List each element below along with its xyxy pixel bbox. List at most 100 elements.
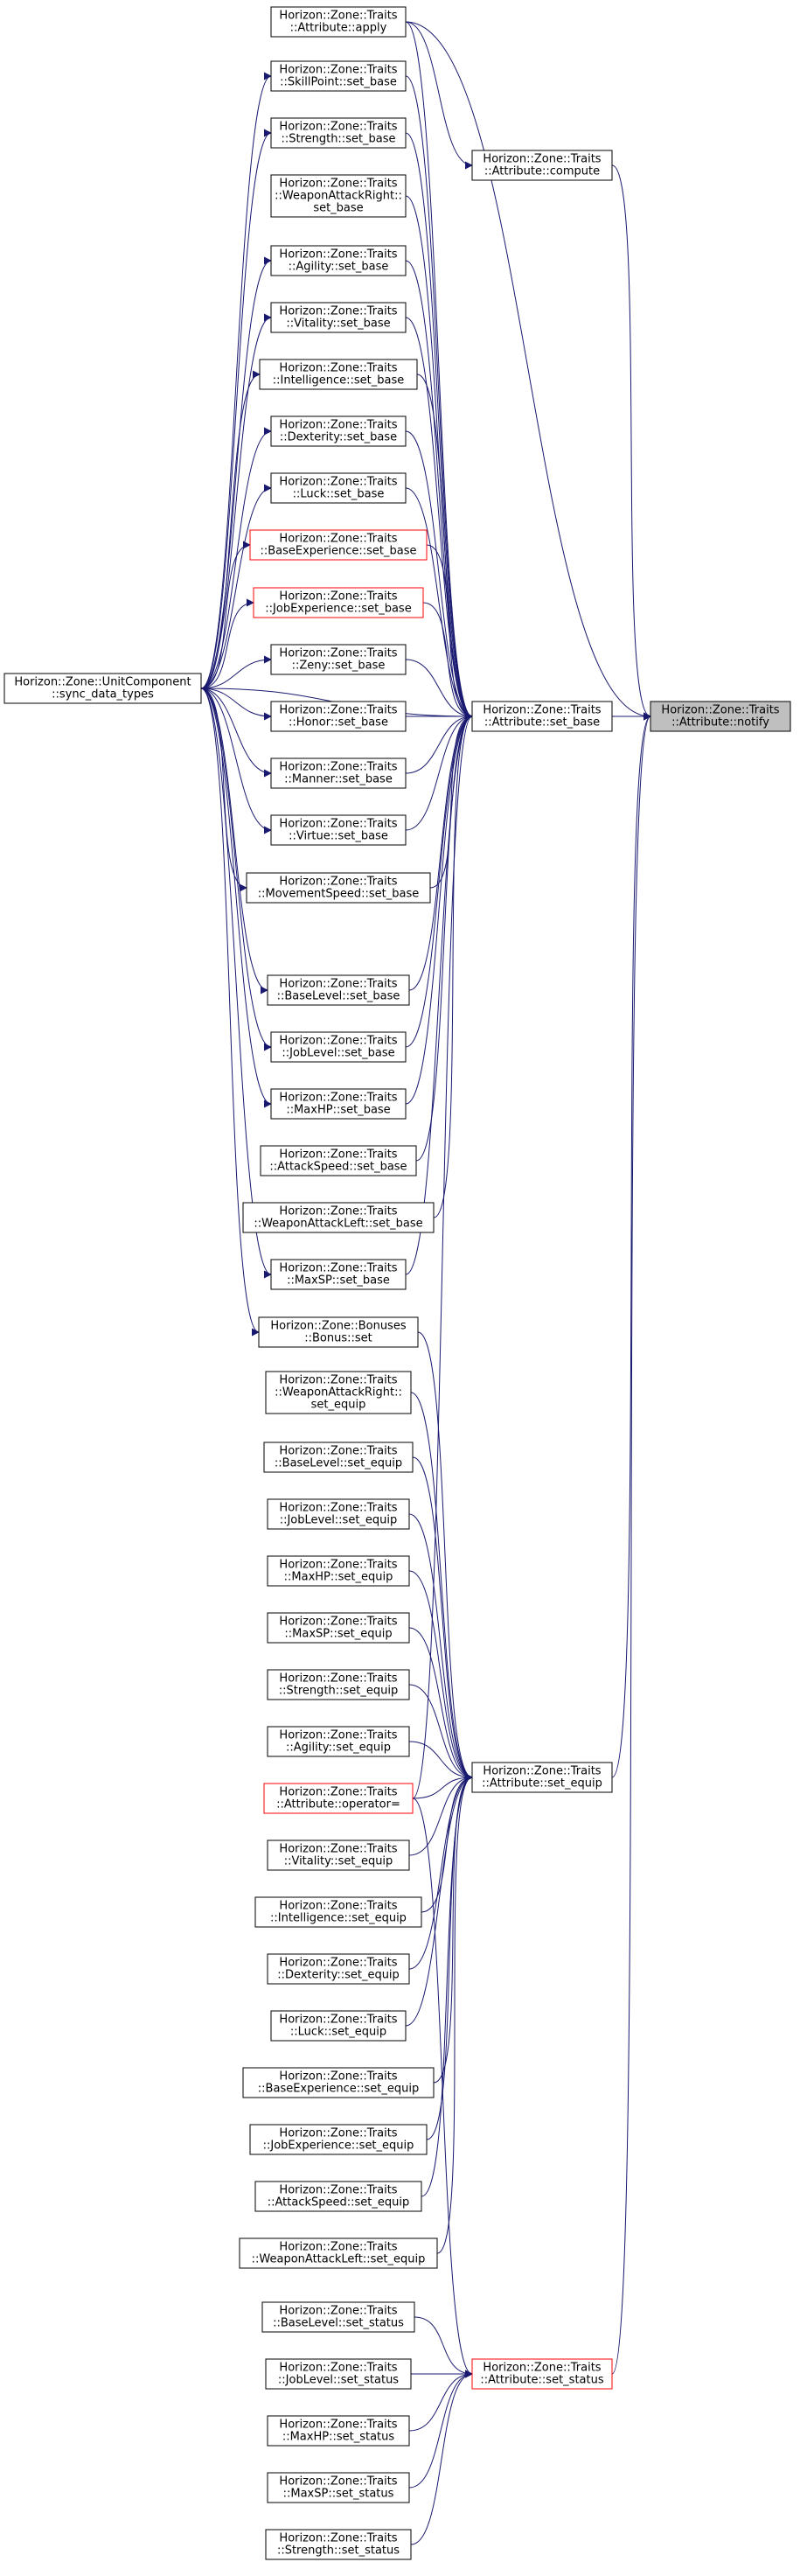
node-box-job-experience-set-equip: [249, 2124, 428, 2155]
node-label-dexterity-set-equip-line-1: Horizon::Zone::Traits: [279, 1957, 397, 1970]
node-dexterity-set-equip[interactable]: Horizon::Zone::Traits::Dexterity::set_eq…: [267, 1953, 410, 1985]
node-label-job-level-set-base-line-1: Horizon::Zone::Traits: [279, 1035, 397, 1048]
node-target[interactable]: Horizon::Zone::Traits::Attribute::notify: [650, 701, 791, 732]
node-label-bonus-set-line-2: ::Bonus::set: [304, 1332, 372, 1345]
node-box-base-level-set-status: [261, 2301, 415, 2333]
node-label-base-experience-set-equip-line-2: ::BaseExperience::set_equip: [258, 2083, 419, 2096]
node-base-level-set-status[interactable]: Horizon::Zone::Traits::BaseLevel::set_st…: [261, 2301, 415, 2333]
node-label-job-level-set-status-line-2: ::JobLevel::set_status: [278, 2374, 399, 2387]
node-agility-set-equip[interactable]: Horizon::Zone::Traits::Agility::set_equi…: [267, 1726, 410, 1757]
node-vitality-set-base[interactable]: Horizon::Zone::Traits::Vitality::set_bas…: [270, 302, 407, 333]
node-label-attribute-operator-assign-line-1: Horizon::Zone::Traits: [279, 1786, 397, 1799]
call-edge-attribute-set-equip-to-target: [611, 712, 651, 1778]
node-compute[interactable]: Horizon::Zone::Traits::Attribute::comput…: [471, 150, 613, 181]
node-job-level-set-status[interactable]: Horizon::Zone::Traits::JobLevel::set_sta…: [265, 2358, 412, 2390]
node-weapon-attack-right-set-base[interactable]: Horizon::Zone::Traits::WeaponAttackRight…: [270, 174, 407, 218]
node-strength-set-equip[interactable]: Horizon::Zone::Traits::Strength::set_equ…: [267, 1669, 410, 1700]
node-apply[interactable]: Horizon::Zone::Traits::Attribute::apply: [270, 6, 407, 38]
call-edge-attack-speed-set-base-to-attribute-set-base: [415, 712, 473, 1162]
node-label-dexterity-set-equip-line-2: ::Dexterity::set_equip: [277, 1969, 400, 1982]
node-max-sp-set-equip[interactable]: Horizon::Zone::Traits::MaxSP::set_equip: [267, 1612, 410, 1644]
node-box-virtue-set-base: [270, 814, 407, 846]
node-strength-set-base[interactable]: Horizon::Zone::Traits::Strength::set_bas…: [270, 117, 407, 149]
node-base-experience-set-base[interactable]: Horizon::Zone::Traits::BaseExperience::s…: [249, 529, 428, 561]
node-weapon-attack-left-set-base[interactable]: Horizon::Zone::Traits::WeaponAttackLeft:…: [242, 1202, 435, 1233]
node-label-max-hp-set-equip-line-1: Horizon::Zone::Traits: [279, 1559, 397, 1572]
node-base-level-set-equip[interactable]: Horizon::Zone::Traits::BaseLevel::set_eq…: [263, 1442, 414, 1473]
node-max-hp-set-status[interactable]: Horizon::Zone::Traits::MaxHP::set_status: [267, 2415, 410, 2447]
node-job-experience-set-equip[interactable]: Horizon::Zone::Traits::JobExperience::se…: [249, 2124, 428, 2155]
node-movement-speed-set-base[interactable]: Horizon::Zone::Traits::MovementSpeed::se…: [246, 872, 431, 904]
node-box-intelligence-set-base: [259, 359, 418, 390]
node-box-movement-speed-set-base: [246, 872, 431, 904]
node-bonus-set[interactable]: Horizon::Zone::Bonuses::Bonus::set: [258, 1316, 419, 1348]
node-label-base-experience-set-base-line-1: Horizon::Zone::Traits: [279, 533, 397, 546]
node-max-hp-set-equip[interactable]: Horizon::Zone::Traits::MaxHP::set_equip: [267, 1555, 410, 1587]
node-job-experience-set-base[interactable]: Horizon::Zone::Traits::JobExperience::se…: [253, 587, 424, 618]
node-attribute-set-base[interactable]: Horizon::Zone::Traits::Attribute::set_ba…: [471, 701, 613, 732]
node-agility-set-base[interactable]: Horizon::Zone::Traits::Agility::set_base: [270, 245, 407, 276]
node-label-vitality-set-equip-line-1: Horizon::Zone::Traits: [279, 1843, 397, 1856]
node-max-sp-set-status[interactable]: Horizon::Zone::Traits::MaxSP::set_status: [267, 2472, 410, 2503]
node-label-target-line-2: ::Attribute::notify: [671, 716, 769, 730]
node-box-honor-set-base: [270, 701, 407, 732]
node-dexterity-set-base[interactable]: Horizon::Zone::Traits::Dexterity::set_ba…: [270, 415, 407, 447]
call-edge-zeny-set-base-to-attribute-set-base: [405, 659, 473, 721]
node-skill-point-set-base[interactable]: Horizon::Zone::Traits::SkillPoint::set_b…: [270, 60, 407, 92]
node-honor-set-base[interactable]: Horizon::Zone::Traits::Honor::set_base: [270, 701, 407, 732]
call-edge-base-level-set-equip-to-attribute-set-equip: [412, 1456, 473, 1782]
call-edge-luck-set-base-to-attribute-set-base: [405, 487, 473, 721]
node-box-max-sp-set-base: [270, 1259, 407, 1290]
node-job-level-set-equip[interactable]: Horizon::Zone::Traits::JobLevel::set_equ…: [267, 1498, 410, 1530]
node-label-bonus-set-line-1: Horizon::Zone::Bonuses: [270, 1320, 406, 1333]
node-label-unit-component-sync-line-2: ::sync_data_types: [52, 688, 154, 702]
node-attack-speed-set-equip[interactable]: Horizon::Zone::Traits::AttackSpeed::set_…: [254, 2181, 422, 2212]
call-edge-max-hp-set-equip-to-attribute-set-equip: [408, 1570, 473, 1782]
node-attribute-set-status[interactable]: Horizon::Zone::Traits::Attribute::set_st…: [471, 2358, 613, 2390]
node-label-max-sp-set-equip-line-1: Horizon::Zone::Traits: [279, 1616, 397, 1629]
call-edge-dexterity-set-base-to-attribute-set-base: [405, 430, 473, 721]
node-box-agility-set-base: [270, 245, 407, 276]
node-label-weapon-attack-left-set-base-line-2: ::WeaponAttackLeft::set_base: [254, 1218, 422, 1231]
node-weapon-attack-left-set-equip[interactable]: Horizon::Zone::Traits::WeaponAttackLeft:…: [239, 2237, 438, 2269]
node-weapon-attack-right-set-equip[interactable]: Horizon::Zone::Traits::WeaponAttackRight…: [265, 1371, 412, 1414]
node-base-experience-set-equip[interactable]: Horizon::Zone::Traits::BaseExperience::s…: [242, 2067, 435, 2098]
node-label-weapon-attack-right-set-base-line-2: ::WeaponAttackRight::: [275, 190, 402, 203]
call-edge-unit-component-sync-to-movement-speed-set-base: [200, 688, 247, 892]
node-unit-component-sync[interactable]: Horizon::Zone::UnitComponent::sync_data_…: [3, 673, 202, 704]
node-luck-set-base[interactable]: Horizon::Zone::Traits::Luck::set_base: [270, 472, 407, 504]
node-manner-set-base[interactable]: Horizon::Zone::Traits::Manner::set_base: [270, 757, 407, 789]
node-job-level-set-base[interactable]: Horizon::Zone::Traits::JobLevel::set_bas…: [270, 1031, 407, 1063]
node-intelligence-set-base[interactable]: Horizon::Zone::Traits::Intelligence::set…: [259, 359, 418, 390]
call-edge-max-sp-set-equip-to-attribute-set-equip: [408, 1627, 473, 1782]
node-label-weapon-attack-left-set-equip-line-2: ::WeaponAttackLeft::set_equip: [252, 2253, 426, 2266]
call-edge-weapon-attack-left-set-base-to-attribute-set-base: [433, 712, 473, 1218]
call-edge-job-level-set-equip-to-attribute-set-equip: [408, 1513, 473, 1782]
function-nodes: Horizon::Zone::Traits::Attribute::applyH…: [3, 6, 791, 2560]
node-label-max-sp-set-base-line-2: ::MaxSP::set_base: [287, 1274, 390, 1288]
node-intelligence-set-equip[interactable]: Horizon::Zone::Traits::Intelligence::set…: [254, 1896, 422, 1928]
node-label-attribute-operator-assign-line-2: ::Attribute::operator=: [276, 1798, 400, 1812]
node-label-agility-set-equip-line-2: ::Agility::set_equip: [286, 1742, 391, 1755]
node-label-attribute-set-status-line-2: ::Attribute::set_status: [480, 2374, 603, 2387]
node-attack-speed-set-base[interactable]: Horizon::Zone::Traits::AttackSpeed::set_…: [260, 1145, 417, 1176]
node-attribute-set-equip[interactable]: Horizon::Zone::Traits::Attribute::set_eq…: [471, 1762, 613, 1793]
call-edge-agility-set-base-to-attribute-set-base: [405, 260, 473, 721]
node-strength-set-status[interactable]: Horizon::Zone::Traits::Strength::set_sta…: [265, 2529, 412, 2560]
node-label-max-sp-set-status-line-2: ::MaxSP::set_status: [283, 2488, 394, 2501]
node-box-attribute-operator-assign: [263, 1783, 414, 1814]
node-luck-set-equip[interactable]: Horizon::Zone::Traits::Luck::set_equip: [270, 2010, 407, 2042]
node-max-sp-set-base[interactable]: Horizon::Zone::Traits::MaxSP::set_base: [270, 1259, 407, 1290]
node-label-max-hp-set-status-line-2: ::MaxHP::set_status: [282, 2431, 395, 2444]
node-label-base-level-set-base-line-2: ::BaseLevel::set_base: [277, 990, 400, 1003]
node-zeny-set-base[interactable]: Horizon::Zone::Traits::Zeny::set_base: [270, 644, 407, 675]
node-base-level-set-base[interactable]: Horizon::Zone::Traits::BaseLevel::set_ba…: [267, 974, 410, 1006]
call-edge-base-level-set-status-to-attribute-set-status: [414, 2316, 473, 2378]
node-label-movement-speed-set-base-line-1: Horizon::Zone::Traits: [279, 876, 397, 889]
node-virtue-set-base[interactable]: Horizon::Zone::Traits::Virtue::set_base: [270, 814, 407, 846]
node-max-hp-set-base[interactable]: Horizon::Zone::Traits::MaxHP::set_base: [270, 1088, 407, 1120]
node-vitality-set-equip[interactable]: Horizon::Zone::Traits::Vitality::set_equ…: [267, 1840, 410, 1871]
node-box-compute: [471, 150, 613, 181]
node-box-max-hp-set-equip: [267, 1555, 410, 1587]
node-attribute-operator-assign[interactable]: Horizon::Zone::Traits::Attribute::operat…: [263, 1783, 414, 1814]
